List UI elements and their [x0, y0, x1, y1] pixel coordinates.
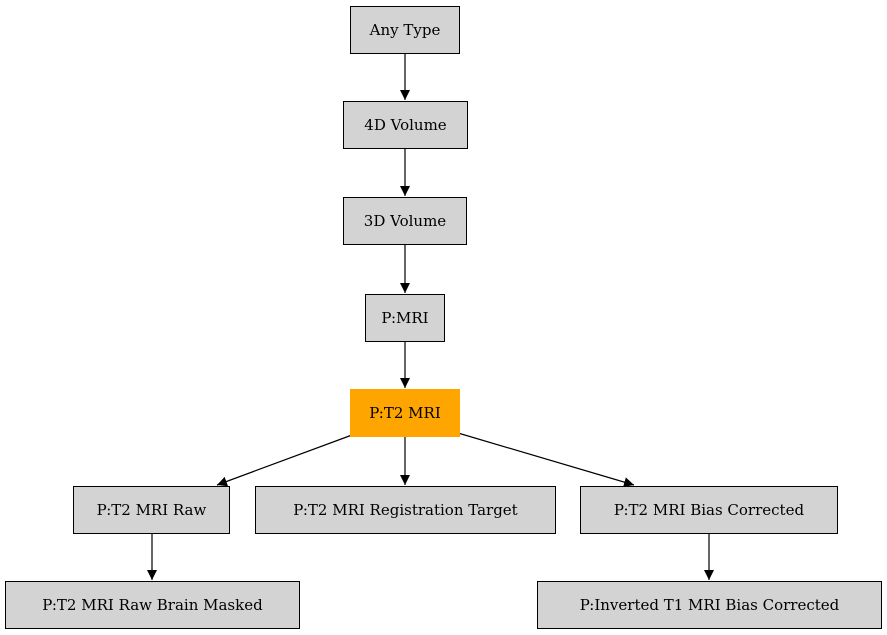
- edge-t2-to-bias: [457, 432, 635, 487]
- node-p-t2-mri-registration-target: P:T2 MRI Registration Target: [255, 486, 556, 534]
- node-label: 3D Volume: [363, 212, 447, 230]
- node-label: P:T2 MRI Raw: [96, 501, 207, 519]
- node-label: P:T2 MRI Bias Corrected: [613, 501, 805, 519]
- node-label: P:Inverted T1 MRI Bias Corrected: [579, 596, 840, 614]
- node-p-t2-mri-raw: P:T2 MRI Raw: [73, 486, 230, 534]
- node-4d-volume: 4D Volume: [343, 101, 468, 149]
- node-p-mri: P:MRI: [365, 294, 445, 342]
- node-label: P:T2 MRI: [369, 404, 441, 422]
- node-label: P:MRI: [381, 309, 429, 327]
- node-label: 4D Volume: [364, 116, 447, 134]
- node-any-type: Any Type: [350, 6, 460, 54]
- node-p-inverted-t1-mri-bias-corrected: P:Inverted T1 MRI Bias Corrected: [537, 581, 882, 629]
- node-p-t2-mri-bias-corrected: P:T2 MRI Bias Corrected: [580, 486, 838, 534]
- node-label: P:T2 MRI Raw Brain Masked: [42, 596, 263, 614]
- node-p-t2-mri-highlighted: P:T2 MRI: [350, 389, 460, 437]
- node-label: Any Type: [369, 21, 441, 39]
- node-3d-volume: 3D Volume: [343, 197, 467, 245]
- node-p-t2-mri-raw-brain-masked: P:T2 MRI Raw Brain Masked: [5, 581, 300, 629]
- node-label: P:T2 MRI Registration Target: [293, 501, 518, 519]
- edge-t2-to-raw: [216, 434, 353, 487]
